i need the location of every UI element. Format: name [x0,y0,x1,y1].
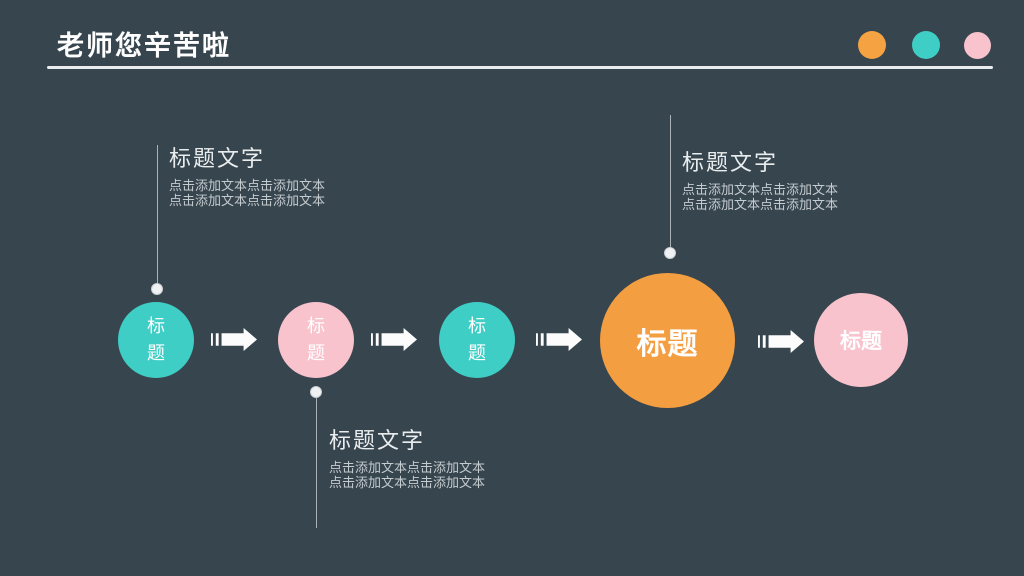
arrow-right-icon [370,328,418,351]
process-step-label: 标题 [840,329,882,353]
callout-body-line[interactable]: 点击添加文本点击添加文本 [169,193,326,208]
callout-body-line[interactable]: 点击添加文本点击添加文本 [682,197,839,212]
callout-body-line[interactable]: 点击添加文本点击添加文本 [329,475,486,490]
process-step-label: 标题 [636,327,699,361]
process-step-3-circle[interactable]: 标题 [439,302,515,378]
connector-line-bottom [316,398,317,528]
deco-dot-orange-icon [858,31,886,59]
deco-dot-teal-icon [912,31,940,59]
slide-title[interactable]: 老师您辛苦啦 [57,31,231,62]
callout-heading[interactable]: 标题文字 [329,428,426,453]
process-step-label: 标题 [468,316,486,363]
process-step-5-circle[interactable]: 标题 [814,293,908,387]
arrow-right-icon [535,328,583,351]
title-underline [47,66,993,69]
arrow-right-icon [757,330,805,353]
connector-endpoint-dot [151,283,163,295]
process-step-label: 标题 [147,316,165,363]
callout-heading[interactable]: 标题文字 [682,150,779,175]
process-step-label: 标题 [307,316,325,363]
process-step-2-circle[interactable]: 标题 [278,302,354,378]
callout-body-line[interactable]: 点击添加文本点击添加文本 [169,178,326,193]
callout-heading[interactable]: 标题文字 [169,146,266,171]
connector-endpoint-dot [664,247,676,259]
callout-body-line[interactable]: 点击添加文本点击添加文本 [682,182,839,197]
deco-dot-pink-icon [964,32,991,59]
connector-line-top-right [670,115,671,247]
connector-line-top-left [157,145,158,283]
arrow-right-icon [210,328,258,351]
process-step-1-circle[interactable]: 标题 [118,302,194,378]
connector-endpoint-dot [310,386,322,398]
callout-top-left[interactable]: 标题文字 点击添加文本点击添加文本 点击添加文本点击添加文本 [169,146,325,208]
callout-bottom[interactable]: 标题文字 点击添加文本点击添加文本 点击添加文本点击添加文本 [329,428,485,490]
callout-top-right[interactable]: 标题文字 点击添加文本点击添加文本 点击添加文本点击添加文本 [682,150,838,212]
process-step-4-circle[interactable]: 标题 [600,273,735,408]
callout-body-line[interactable]: 点击添加文本点击添加文本 [329,460,486,475]
